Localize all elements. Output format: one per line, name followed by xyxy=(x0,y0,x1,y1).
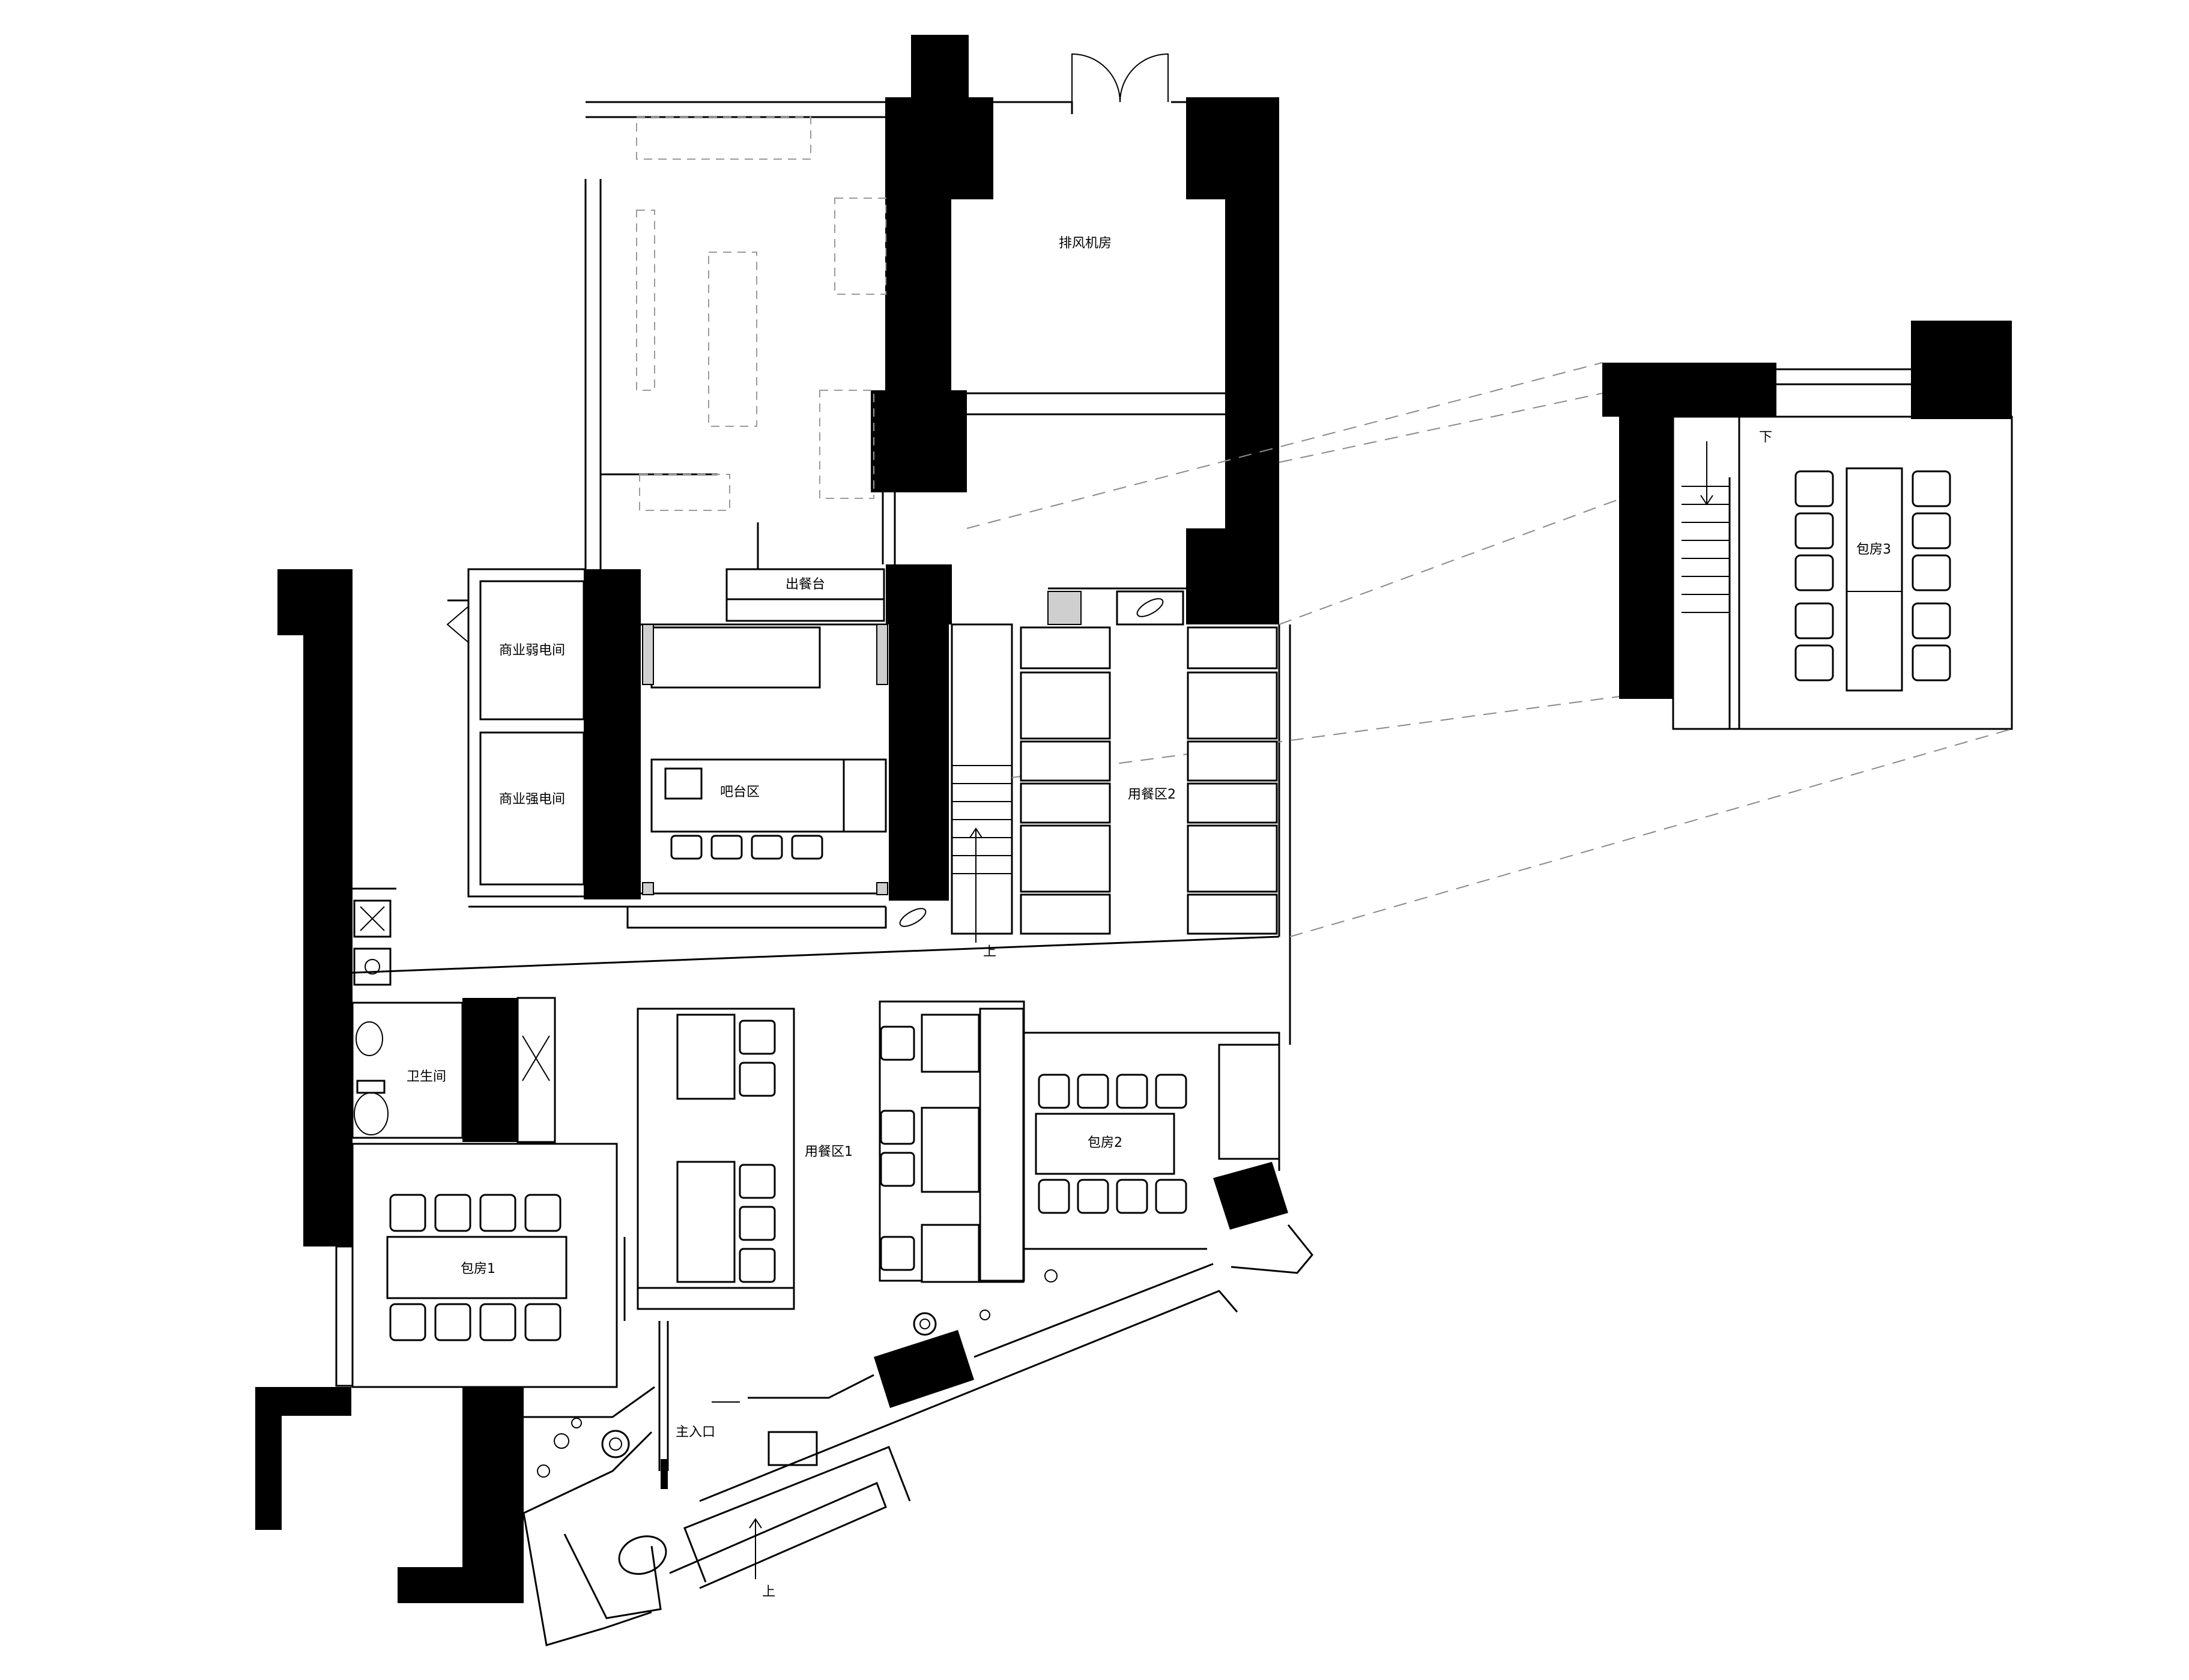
weak-current-room-label: 商业弱电间 xyxy=(499,643,565,658)
stair-up-label-2: 上 xyxy=(762,1585,775,1600)
exhaust-room-label: 排风机房 xyxy=(1059,236,1112,251)
projection-guides xyxy=(636,116,2012,937)
stair-up-label-1: 上 xyxy=(983,944,996,959)
structural-walls xyxy=(255,35,2012,1603)
main-entrance-label: 主入口 xyxy=(676,1425,715,1440)
dining-area-1-booths xyxy=(676,1014,980,1283)
dining-area-2-booths xyxy=(1020,626,1278,935)
private-room-2-label: 包房2 xyxy=(1088,1135,1122,1150)
strong-current-room-label: 商业强电间 xyxy=(499,792,565,807)
interior-partitions xyxy=(335,53,2013,1646)
restroom-fixtures xyxy=(353,899,392,1135)
dining-area-1-label: 用餐区1 xyxy=(805,1144,853,1159)
restroom-label: 卫生间 xyxy=(407,1069,446,1084)
private-room-2-table xyxy=(1035,1074,1187,1214)
private-room-1-table xyxy=(386,1194,568,1341)
bar-stools xyxy=(664,767,823,860)
fans-and-decor xyxy=(537,598,1164,1575)
private-room-1-label: 包房1 xyxy=(461,1262,495,1277)
bar-area-label: 吧台区 xyxy=(720,785,760,800)
serving-counter-label: 出餐台 xyxy=(786,577,825,592)
dining-area-2-label: 用餐区2 xyxy=(1128,787,1176,802)
room-labels: 排风机房 出餐台 商业弱电间 商业强电间 吧台区 用餐区2 用餐区1 卫生间 包… xyxy=(407,236,1891,1600)
private-room-3-label: 包房3 xyxy=(1856,542,1891,557)
stair-down-label: 下 xyxy=(1759,430,1772,445)
private-room-3-table xyxy=(1794,467,1951,692)
